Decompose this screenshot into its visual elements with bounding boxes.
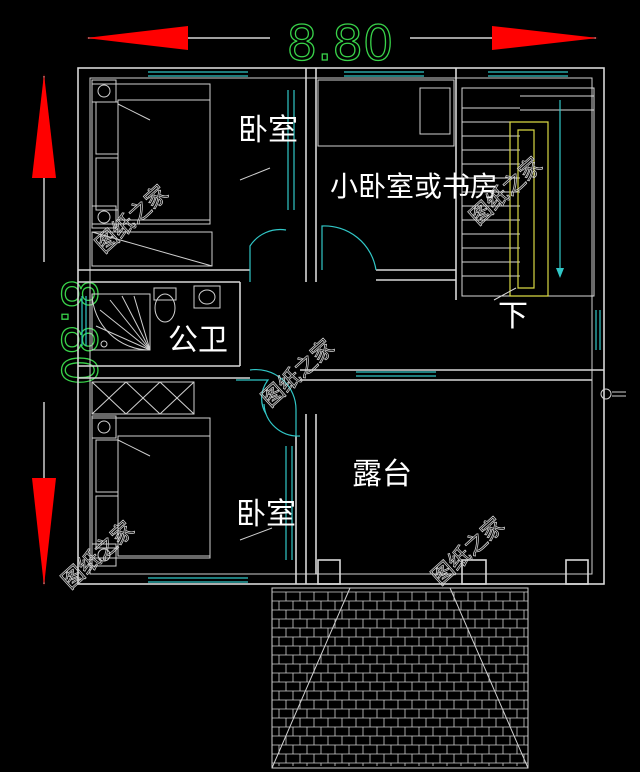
windows: [81, 71, 601, 583]
room-label-bedroom-top: 卧室: [238, 113, 298, 148]
terrace-drain: [600, 388, 626, 400]
staircase: [461, 87, 595, 301]
exterior-walls: [77, 67, 605, 585]
room-label-bedroom-bottom: 卧室: [236, 497, 296, 532]
room-label-small-bedroom: 小卧室或书房: [330, 170, 498, 203]
dimension-arrow-top: [32, 74, 56, 178]
bed-top: [91, 79, 271, 267]
bed-bottom: [91, 415, 273, 567]
room-label-bathroom: 公卫: [168, 323, 228, 358]
interior-walls: [78, 68, 604, 585]
watermark: 图纸之家: [257, 335, 339, 412]
dimension-arrow-right: [492, 26, 598, 50]
left-dimension: 8.80: [18, 74, 107, 586]
dimension-arrow-bottom: [32, 478, 56, 586]
doors: [236, 90, 377, 560]
width-dimension-label: 8.80: [287, 16, 394, 72]
stair-down-label: 下: [498, 299, 528, 334]
room-label-terrace: 露台: [352, 457, 412, 492]
bathroom-fixtures: [91, 285, 221, 415]
top-dimension: 8.80: [86, 15, 598, 73]
roof-canopy: [271, 587, 529, 769]
small-bedroom-furniture: [317, 79, 455, 147]
watermark: 图纸之家: [427, 513, 509, 590]
dimension-arrow-left: [86, 26, 188, 50]
